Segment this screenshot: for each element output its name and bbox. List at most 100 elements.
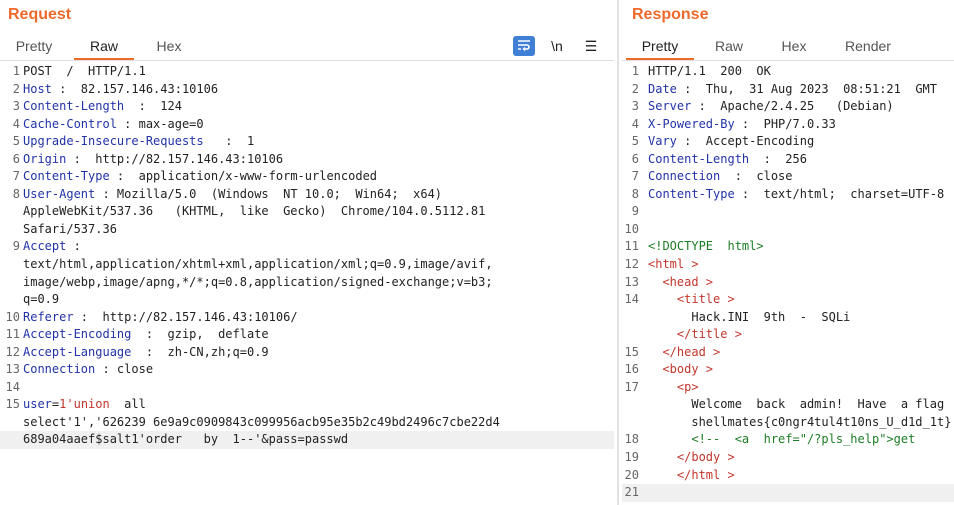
line-code: Cache-Control : max-age=0 <box>23 116 204 134</box>
code-line: Safari/537.36 <box>0 221 614 239</box>
request-tab-raw[interactable]: Raw <box>74 34 134 60</box>
code-line: 689a04aaef$salt1'order by 1--'&pass=pass… <box>0 431 614 450</box>
response-tabs: Pretty Raw Hex Render <box>622 34 954 60</box>
code-token: > <box>705 344 721 359</box>
line-code: user=1'union all <box>23 396 146 414</box>
line-number: 14 <box>624 292 639 307</box>
line-number: 2 <box>631 81 639 96</box>
code-line: 15 </head > <box>622 344 954 362</box>
code-line: 13 <head > <box>622 274 954 292</box>
line-code: q=0.9 <box>23 291 59 309</box>
code-token: Upgrade-Insecure-Requests <box>23 134 204 149</box>
code-token: : gzip, deflate <box>131 327 269 342</box>
wrap-lines-button[interactable] <box>513 36 535 56</box>
line-code: Origin : http://82.157.146.43:10106 <box>23 151 283 169</box>
code-token: > <box>698 362 714 377</box>
line-number: 10 <box>5 309 20 324</box>
line-code: Hack.INI 9th - SQLi <box>648 309 850 327</box>
line-number: 1 <box>12 64 20 78</box>
line-code: Content-Type : text/html; charset=UTF-8 <box>648 186 944 204</box>
menu-icon[interactable]: ☰ <box>584 38 598 54</box>
line-code: <head > <box>648 274 713 292</box>
code-token <box>648 275 662 289</box>
line-code: <html > <box>648 256 699 274</box>
response-tab-pretty[interactable]: Pretty <box>626 34 694 60</box>
response-tab-raw[interactable]: Raw <box>714 38 743 54</box>
request-tab-hex[interactable]: Hex <box>156 38 182 54</box>
code-line: 12<html > <box>622 256 954 274</box>
line-code: select'1','626239 6e9a9c0909843c099956ac… <box>23 414 500 432</box>
code-token: : PHP/7.0.33 <box>734 116 836 131</box>
pane-splitter[interactable] <box>614 0 622 505</box>
code-token: q=0.9 <box>23 292 60 307</box>
response-tab-render[interactable]: Render <box>845 38 891 54</box>
newline-toggle-button[interactable]: \n <box>551 38 563 54</box>
line-code: X-Powered-By : PHP/7.0.33 <box>648 116 836 134</box>
line-code: <!-- <a href="/?pls_help">get <box>648 431 915 449</box>
code-token: Accept-Encoding <box>23 327 132 342</box>
code-token: > <box>698 274 714 289</box>
code-token: </head <box>662 344 706 359</box>
line-number: 9 <box>12 239 20 254</box>
code-token: : Thu, 31 Aug 2023 08:51:21 GMT <box>676 81 937 96</box>
code-token: : zh-CN,zh;q=0.9 <box>131 344 269 359</box>
code-token: </html <box>676 467 721 482</box>
line-number: 13 <box>5 362 20 377</box>
line-number: 11 <box>624 239 639 254</box>
line-number: 1 <box>631 64 639 78</box>
code-token: select'1','626239 6e9a9c0909843c099956ac… <box>23 414 500 429</box>
line-code: AppleWebKit/537.36 (KHTML, like Gecko) C… <box>23 203 485 221</box>
code-token <box>648 432 691 446</box>
code-token: HTTP/1.1 200 OK <box>648 64 771 78</box>
line-number: 6 <box>631 151 639 166</box>
line-code: </title > <box>648 326 742 344</box>
code-token: Content-Length <box>23 99 125 114</box>
code-token: : 124 <box>124 99 182 114</box>
code-token: : Accept-Encoding <box>676 134 815 149</box>
code-line: </title > <box>622 326 954 344</box>
code-line: Welcome back admin! Have a flag <box>622 396 954 414</box>
code-token: </title <box>676 327 728 342</box>
line-number: 20 <box>624 467 639 482</box>
code-token <box>648 327 677 341</box>
code-token <box>648 292 677 306</box>
code-token: > <box>720 450 735 465</box>
code-token: > <box>727 327 742 342</box>
code-token: POST / HTTP/1.1 <box>23 64 146 78</box>
code-token: : 82.157.146.43:10106 <box>51 81 219 96</box>
line-code: Connection : close <box>23 361 153 379</box>
code-line: 9 <box>622 203 954 221</box>
line-number: 14 <box>5 379 20 394</box>
code-token <box>648 345 662 359</box>
line-code: <!DOCTYPE html> <box>648 238 764 256</box>
line-code: Host : 82.157.146.43:10106 <box>23 81 218 99</box>
code-token: <p <box>676 379 692 394</box>
code-line: 20 </html > <box>622 467 954 485</box>
response-tab-hex[interactable]: Hex <box>781 38 807 54</box>
request-tab-pretty[interactable]: Pretty <box>15 38 53 54</box>
code-token: <html <box>648 257 685 272</box>
line-code: shellmates{c0ngr4tul4t10ns_U_d1d_1t} <box>648 414 951 432</box>
code-token: Cache-Control <box>23 116 117 131</box>
code-token: : 1 <box>203 134 255 149</box>
line-number: 17 <box>624 379 639 394</box>
line-number: 5 <box>12 134 20 149</box>
line-code: text/html,application/xhtml+xml,applicat… <box>23 256 493 274</box>
code-token: Connection <box>648 169 721 184</box>
line-code: Connection : close <box>648 168 793 186</box>
code-token: Accept <box>23 239 67 254</box>
